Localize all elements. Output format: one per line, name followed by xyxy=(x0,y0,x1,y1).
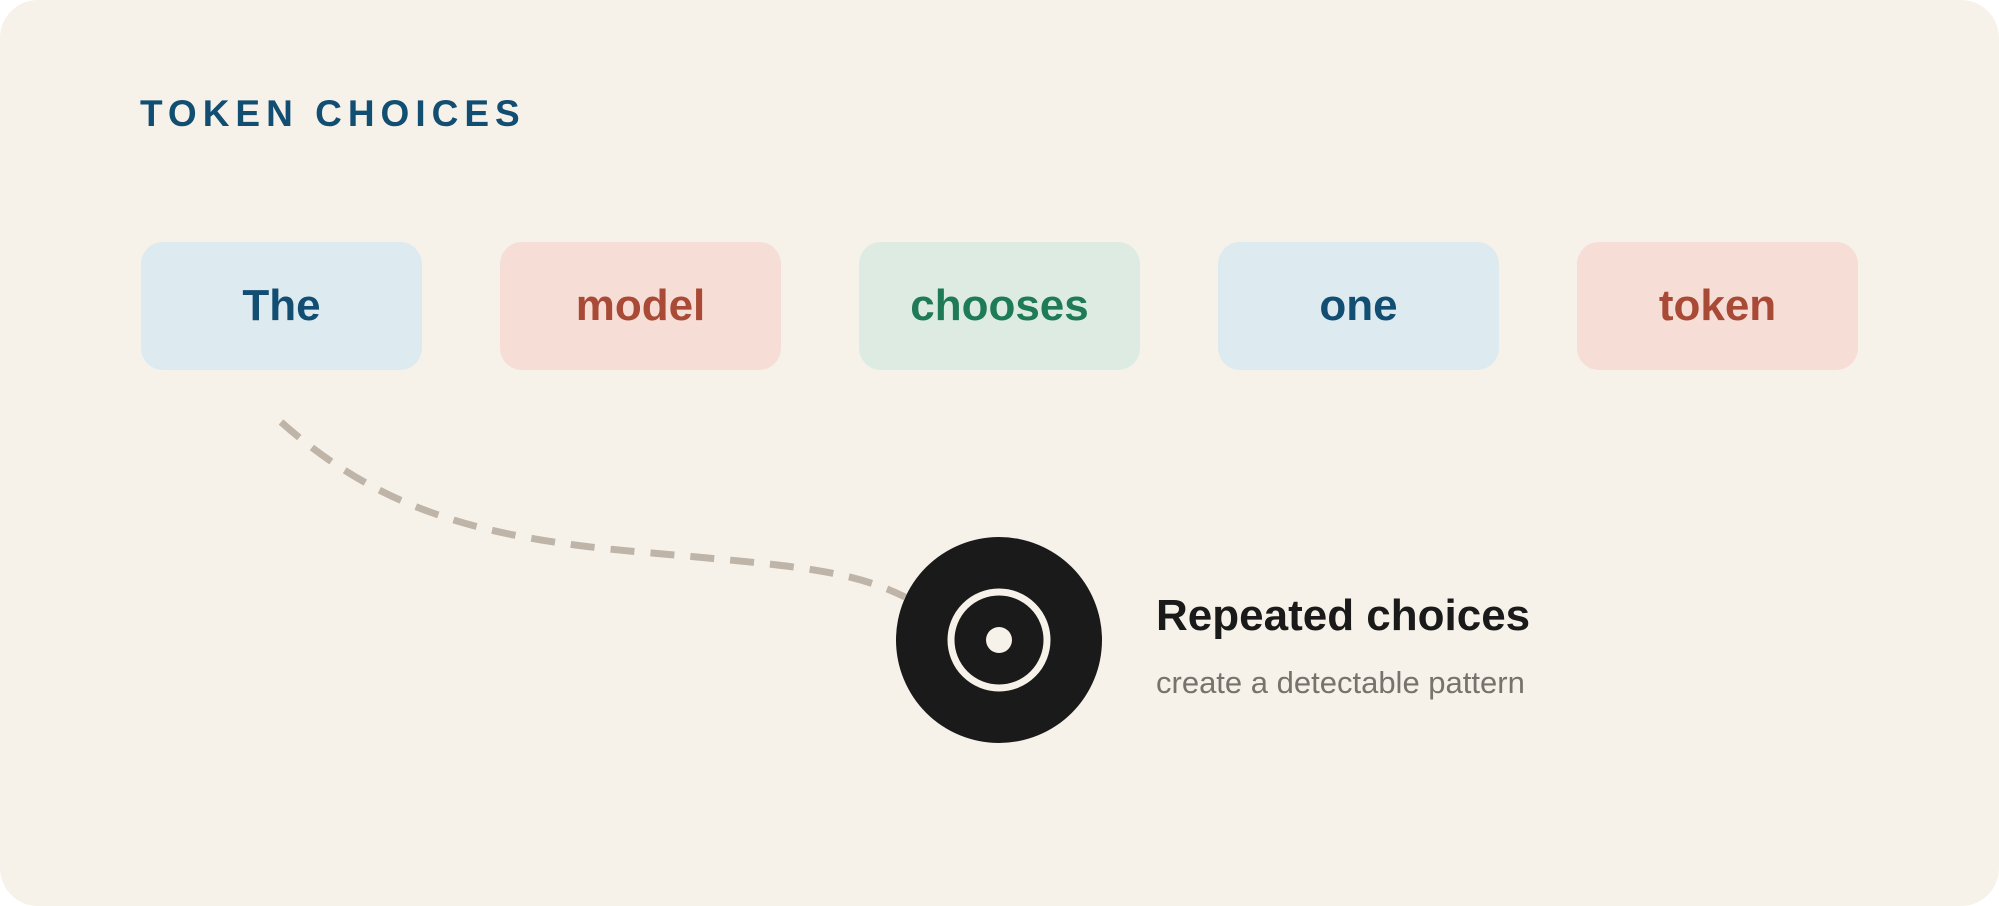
target-icon xyxy=(896,537,1102,743)
section-heading: TOKEN CHOICES xyxy=(140,93,526,134)
token-one: one xyxy=(1218,242,1499,370)
token-the: The xyxy=(141,242,422,370)
token-token: token xyxy=(1577,242,1858,370)
dashed-connector xyxy=(278,419,907,601)
token-model: model xyxy=(500,242,781,370)
token-chooses: chooses xyxy=(859,242,1140,370)
callout-subtitle: create a detectable pattern xyxy=(1156,665,1525,700)
callout-title: Repeated choices xyxy=(1156,591,1531,640)
